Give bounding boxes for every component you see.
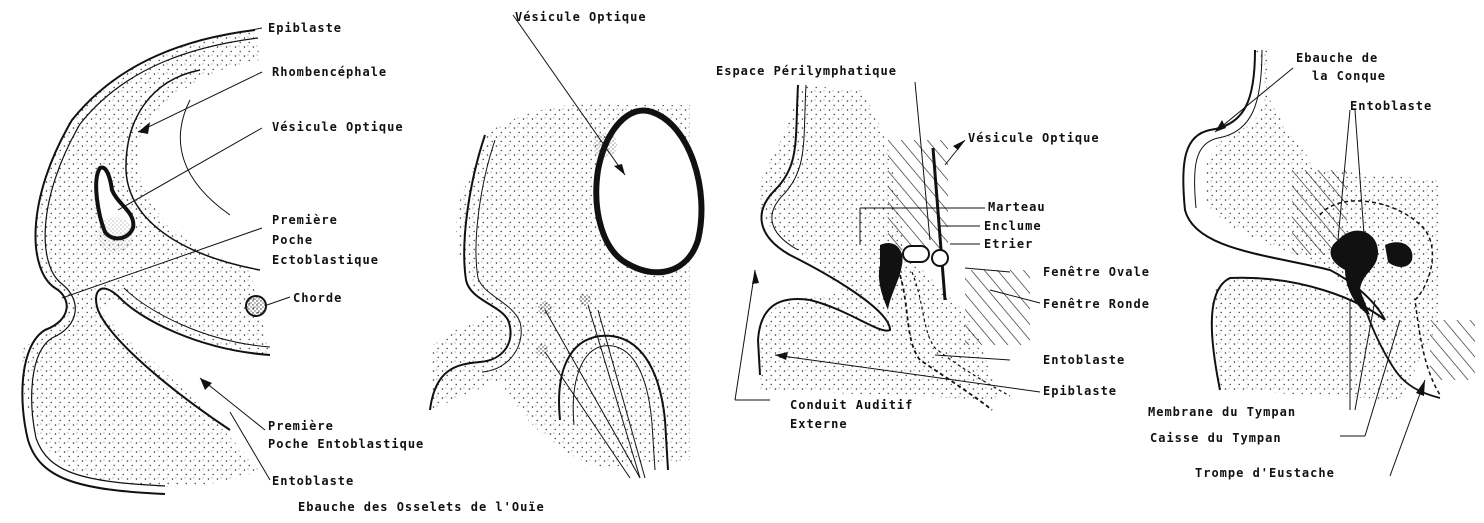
label-premiere-poche-ento-1: Première [268, 419, 334, 433]
label-vesicule-optique-3: Vésicule Optique [968, 131, 1100, 145]
label-ebauche-conque-2: la Conque [1312, 69, 1386, 83]
panel1-chorde [246, 296, 266, 316]
label-premiere-poche-ecto-2: Poche [272, 233, 313, 247]
label-premiere-poche-ecto-3: Ectoblastique [272, 253, 379, 267]
label-rhombencephale: Rhombencéphale [272, 65, 387, 79]
panel1-mesenchyme [22, 30, 270, 487]
label-entoblaste-3: Entoblaste [1043, 353, 1125, 367]
panel3-mesenchyme [758, 85, 1000, 400]
label-marteau: Marteau [988, 200, 1046, 214]
label-fenetre-ronde: Fenêtre Ronde [1043, 297, 1150, 311]
label-espace-perilymphatique: Espace Périlymphatique [716, 64, 897, 78]
panel-2-section [430, 15, 701, 478]
label-ebauche-osselets: Ebauche des Osselets de l'Ouïe [298, 500, 545, 514]
label-enclume: Enclume [984, 219, 1042, 233]
label-entoblaste-4: Entoblaste [1350, 99, 1432, 113]
label-trompe-eustache: Trompe d'Eustache [1195, 466, 1335, 480]
label-epiblaste: Epiblaste [268, 21, 342, 35]
label-vesicule-optique-1: Vésicule Optique [272, 120, 404, 134]
label-conduit-auditif-2: Externe [790, 417, 848, 431]
label-etrier: Etrier [984, 237, 1033, 251]
label-conduit-auditif-1: Conduit Auditif [790, 398, 913, 412]
label-ebauche-conque-1: Ebauche de [1296, 51, 1378, 65]
label-chorde: Chorde [293, 291, 342, 305]
label-membrane-tympan: Membrane du Tympan [1148, 405, 1296, 419]
label-caisse-tympan: Caisse du Tympan [1150, 431, 1282, 445]
label-fenetre-ovale: Fenêtre Ovale [1043, 265, 1150, 279]
label-vesicule-optique-2: Vésicule Optique [515, 10, 647, 24]
label-entoblaste-1: Entoblaste [272, 474, 354, 488]
label-epiblaste-3: Epiblaste [1043, 384, 1117, 398]
label-premiere-poche-ento-2: Poche Entoblastique [268, 437, 424, 451]
label-premiere-poche-ecto-1: Première [272, 213, 338, 227]
panel-1-embryo-section [22, 28, 290, 494]
